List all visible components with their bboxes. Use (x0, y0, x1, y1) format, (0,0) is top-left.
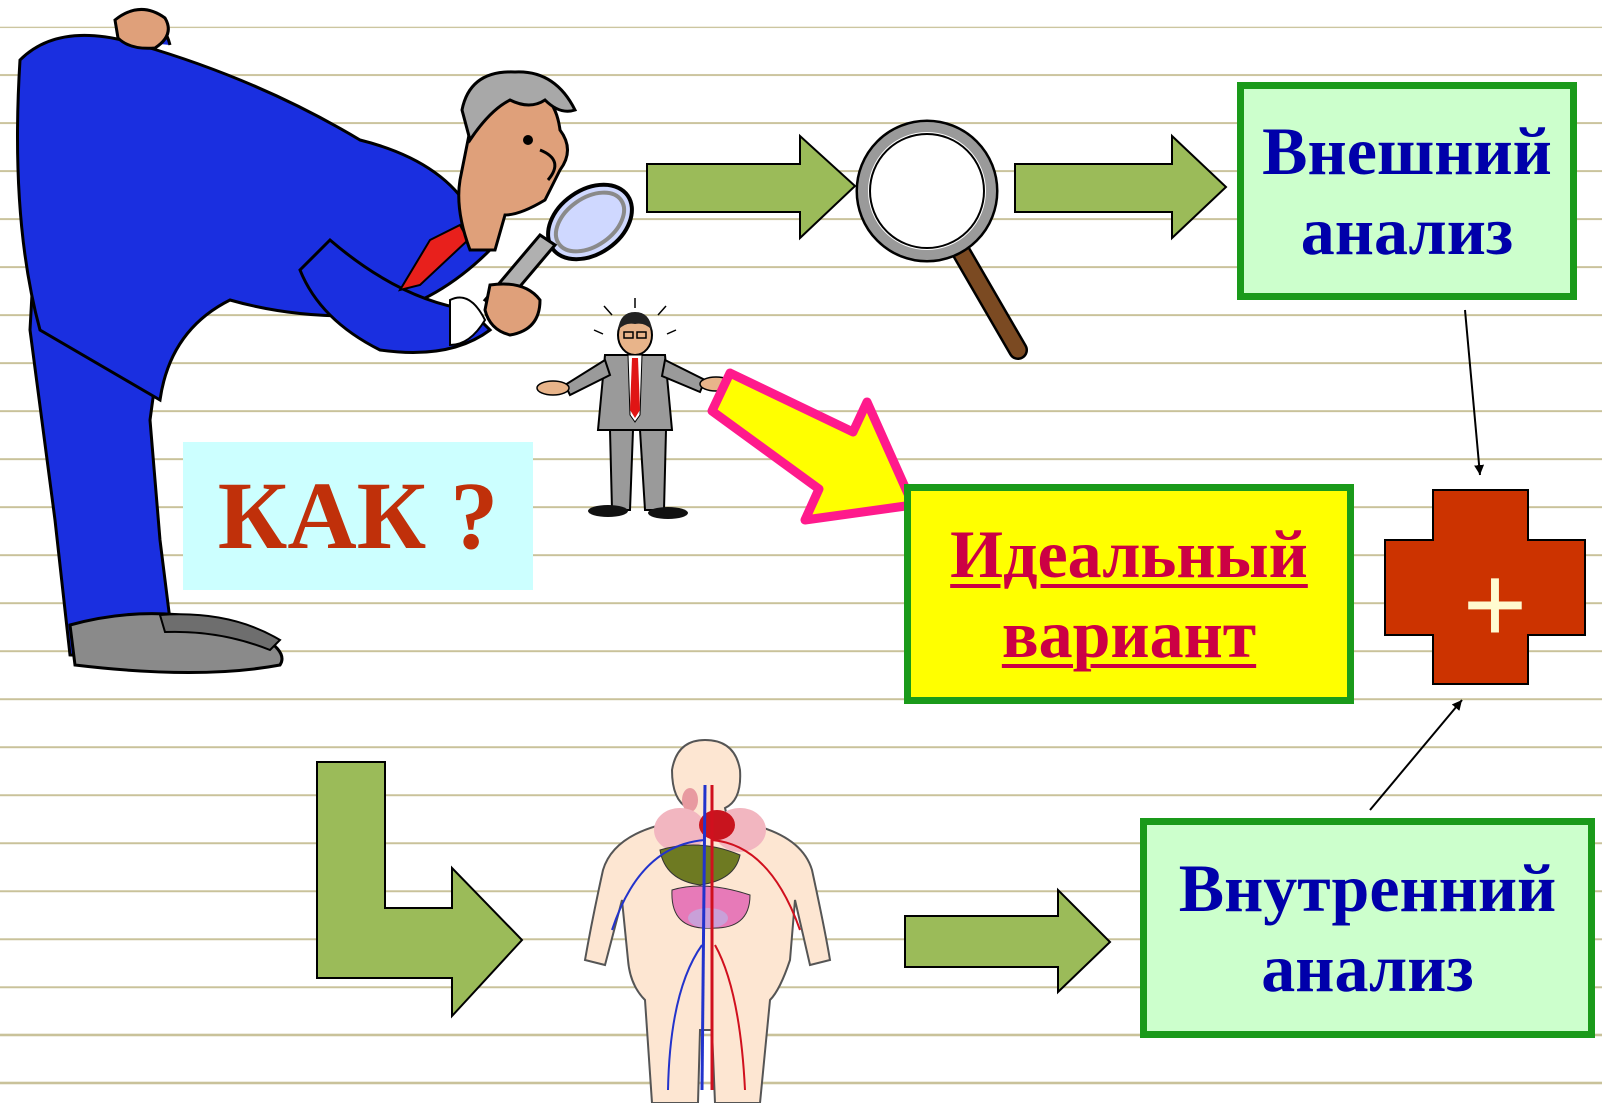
connector-external-to-cross (1465, 310, 1480, 475)
magnifying-glass-icon (857, 121, 1018, 350)
internal-analysis-line1: Внутренний (1179, 848, 1557, 928)
arrow-to-internal-analysis (905, 890, 1110, 992)
plus-sign: + (1395, 530, 1595, 680)
arrow-to-magnifier (647, 136, 855, 238)
how-question-label: КАК ? (218, 459, 499, 572)
confused-man-illustration (537, 298, 732, 519)
arrow-to-ideal-option (712, 373, 913, 520)
ideal-option-line2: вариант (1002, 594, 1256, 674)
external-analysis-line1: Внешний (1262, 111, 1552, 191)
internal-analysis-line2: анализ (1261, 928, 1473, 1008)
human-anatomy-illustration (585, 740, 830, 1103)
external-analysis-box: Внешний анализ (1237, 82, 1577, 300)
ideal-option-line1: Идеальный (950, 514, 1308, 594)
ideal-option-box: Идеальный вариант (904, 484, 1354, 704)
connector-internal-to-cross (1370, 700, 1462, 810)
external-analysis-line2: анализ (1301, 191, 1513, 271)
bent-arrow-down-right (317, 762, 522, 1016)
arrow-to-external-analysis (1015, 136, 1226, 238)
internal-analysis-box: Внутренний анализ (1140, 818, 1595, 1038)
how-question-box: КАК ? (183, 442, 533, 590)
